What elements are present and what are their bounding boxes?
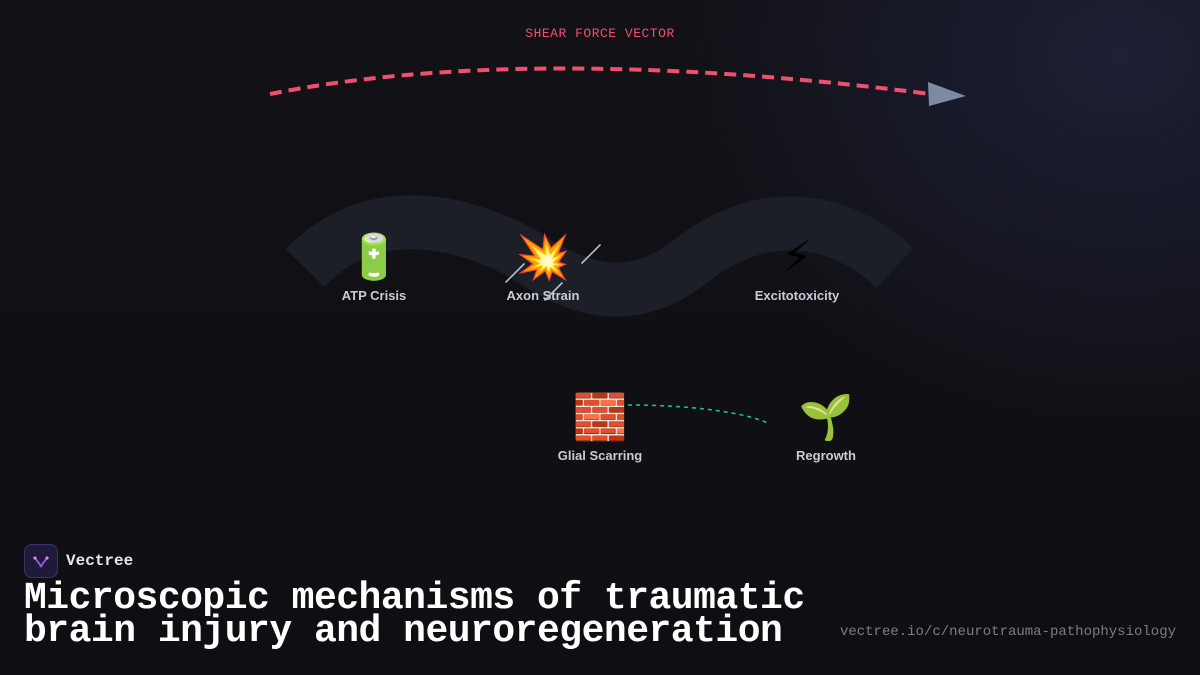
shear-force-arrow — [269, 66, 931, 96]
node-regrowth: 🌱 Regrowth — [746, 392, 906, 463]
battery-icon: 🔋 — [346, 232, 402, 283]
axon-pathway — [285, 195, 914, 317]
brand[interactable]: Vectree — [24, 544, 133, 578]
shear-force-arrowhead — [928, 82, 966, 106]
strain-lines — [505, 244, 601, 301]
node-atp-crisis: 🔋 ATP Crisis — [294, 232, 454, 303]
seedling-icon: 🌱 — [798, 392, 854, 443]
source-url[interactable]: vectree.io/c/neurotrauma-pathophysiology — [839, 624, 1176, 640]
collision-icon: 💥 — [515, 232, 571, 283]
page-title: Microscopic mechanisms of traumatic brai… — [24, 577, 805, 653]
node-label: ATP Crisis — [341, 288, 407, 303]
shear-force-label: SHEAR FORCE VECTOR — [525, 26, 675, 41]
node-label: Excitotoxicity — [754, 288, 840, 303]
node-axon-strain: 💥 Axon Strain — [463, 232, 623, 303]
lightning-icon: ⚡ — [781, 232, 813, 283]
node-excitotoxicity: ⚡ Excitotoxicity — [717, 232, 877, 303]
node-label: Regrowth — [796, 448, 856, 463]
brand-name: Vectree — [66, 552, 134, 570]
node-glial-scarring: 🧱 Glial Scarring — [520, 392, 680, 463]
brand-logo-icon — [24, 544, 58, 578]
brick-icon: 🧱 — [572, 392, 628, 443]
node-label: Axon Strain — [506, 288, 580, 303]
node-label: Glial Scarring — [557, 448, 643, 463]
